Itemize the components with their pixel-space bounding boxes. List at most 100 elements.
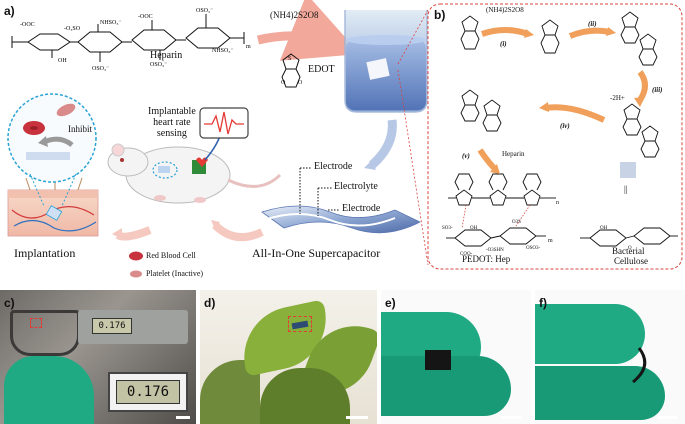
mechanism-box <box>427 3 683 270</box>
arrow-step-iii <box>637 70 648 102</box>
implantation-title: Implantation <box>14 246 76 260</box>
zoom-marker-c <box>30 318 42 328</box>
arrow-to-beaker <box>256 0 361 61</box>
heparin-group-5: OSO₃⁻ <box>196 8 213 14</box>
hep-group-1: SO3- <box>442 226 453 231</box>
device-flat <box>425 350 451 370</box>
heparin-group-8: OSO₃⁻ <box>150 62 167 68</box>
heparin-group-10: m <box>246 44 251 50</box>
panel-label-f: f) <box>539 296 547 310</box>
mechanism-heparin: Heparin <box>502 150 525 158</box>
arrow-step-ii <box>568 27 611 39</box>
step-iii: (iii) <box>652 86 663 94</box>
zoom-marker-d <box>288 316 312 332</box>
heparin-group-4: -OOC <box>138 14 153 20</box>
electrolyte-label: Electrolyte <box>334 181 378 192</box>
device-bent <box>632 347 647 384</box>
edot-label: EDOT <box>308 64 335 75</box>
arrow-step-i <box>481 27 529 37</box>
bc-film-in-beaker <box>366 58 390 80</box>
step-ii: (ii) <box>588 20 597 28</box>
glove-finger-bottom-f <box>535 366 665 420</box>
hep-group-4: COO- <box>460 252 473 257</box>
implant-film <box>26 152 70 160</box>
step-i: (i) <box>500 40 507 48</box>
scalebar-f <box>657 416 677 419</box>
micrometer-display-large: 0.176 <box>116 380 180 404</box>
heparin-group-2: -O₃SO <box>64 26 81 32</box>
edot-structure: S O O <box>281 53 303 88</box>
mechanism-molecules <box>446 11 678 247</box>
micrometer-display-small: 0.176 <box>92 318 132 334</box>
heparin-group-1: -OOC <box>20 22 35 28</box>
bc-label-1: Bacterial <box>612 246 645 256</box>
glove-finger-top-f <box>535 304 645 364</box>
parallel-mark: || <box>624 184 628 194</box>
supercapacitor-illustration <box>261 205 421 234</box>
glove-hand-c <box>4 356 94 424</box>
supercap-title: All-In-One Supercapacitor <box>252 246 381 260</box>
sensing-line-2: heart rate <box>153 117 191 128</box>
heparin-group-9: NHSO₃⁻ <box>212 48 234 54</box>
heart-rate-monitor <box>199 107 249 139</box>
bc-group-oh: OH <box>600 226 608 231</box>
heparin-label: Heparin <box>150 50 183 61</box>
svg-text:O: O <box>298 80 303 86</box>
arrow-step-v <box>477 148 499 173</box>
heparin-structure <box>11 14 245 62</box>
sensing-line-3: sensing <box>156 128 187 139</box>
minus-2h: -2H+ <box>610 94 625 102</box>
sensing-line-1: Implantable <box>148 106 196 117</box>
bc-group-o: O <box>628 246 632 251</box>
step-iv: (iv) <box>560 122 570 130</box>
reagent-label: (NH4)2S2O8 <box>270 10 319 20</box>
arrow-to-implant <box>115 226 152 241</box>
arrow-to-rat <box>212 222 264 242</box>
electrode-bottom-label: Electrode <box>342 203 381 214</box>
arrow-to-supercap <box>368 119 397 169</box>
bc-square <box>620 162 636 178</box>
bc-label-2: Cellulose <box>614 256 648 266</box>
photo-leaf <box>200 290 377 424</box>
panel-label-e: e) <box>385 296 396 310</box>
legend-rbc-icon <box>129 251 143 261</box>
hep-m: m <box>548 238 553 244</box>
heparin-group-6: OH <box>58 58 67 64</box>
hep-group-5: O3S <box>512 220 521 225</box>
micrometer-frame <box>10 310 80 356</box>
panel-label-d: d) <box>204 296 216 310</box>
hep-group-6: OSO3- <box>526 246 541 251</box>
step-v: (v) <box>462 152 470 160</box>
photo-flat <box>381 290 531 424</box>
panel-label-b: b) <box>434 8 446 22</box>
inhibit-label: Inhibit <box>68 124 92 134</box>
pedot-hep-label: PEDOT: Hep <box>462 254 511 264</box>
beaker-illustration <box>344 10 428 113</box>
leaf-bottom <box>260 368 350 424</box>
panel-label-c: c) <box>4 296 15 310</box>
svg-text:O: O <box>281 80 286 86</box>
mechanism-reagent: (NH4)2S2O8 <box>486 6 524 14</box>
electrode-top-label: Electrode <box>314 161 353 172</box>
scalebar-e <box>501 416 521 419</box>
heparin-group-3: NHSO₃⁻ <box>100 20 122 26</box>
legend-platelet-icon <box>130 270 142 278</box>
hep-group-2: OH <box>470 226 478 231</box>
arrow-step-iv <box>544 104 606 123</box>
photo-bent <box>535 290 685 424</box>
legend-rbc-label: Red Blood Cell <box>146 251 196 260</box>
pedot-n: n <box>556 200 559 206</box>
svg-text:S: S <box>288 56 291 62</box>
micrometer-zoom-inset: 0.176 <box>108 372 188 412</box>
photo-micrometer: 0.176 0.176 <box>0 290 196 424</box>
scalebar-d <box>346 416 368 419</box>
scalebar-c <box>176 416 190 419</box>
heparin-group-7: OSO₃⁻ <box>92 66 109 72</box>
implantation-illustration <box>7 176 99 237</box>
sensing-label: Implantable heart rate sensing <box>148 106 196 139</box>
platelet-icon-callout <box>56 103 76 117</box>
panel-label-a: a) <box>4 4 15 18</box>
hep-group-3: -O3SHN <box>486 248 504 253</box>
rat-illustration <box>107 129 282 204</box>
